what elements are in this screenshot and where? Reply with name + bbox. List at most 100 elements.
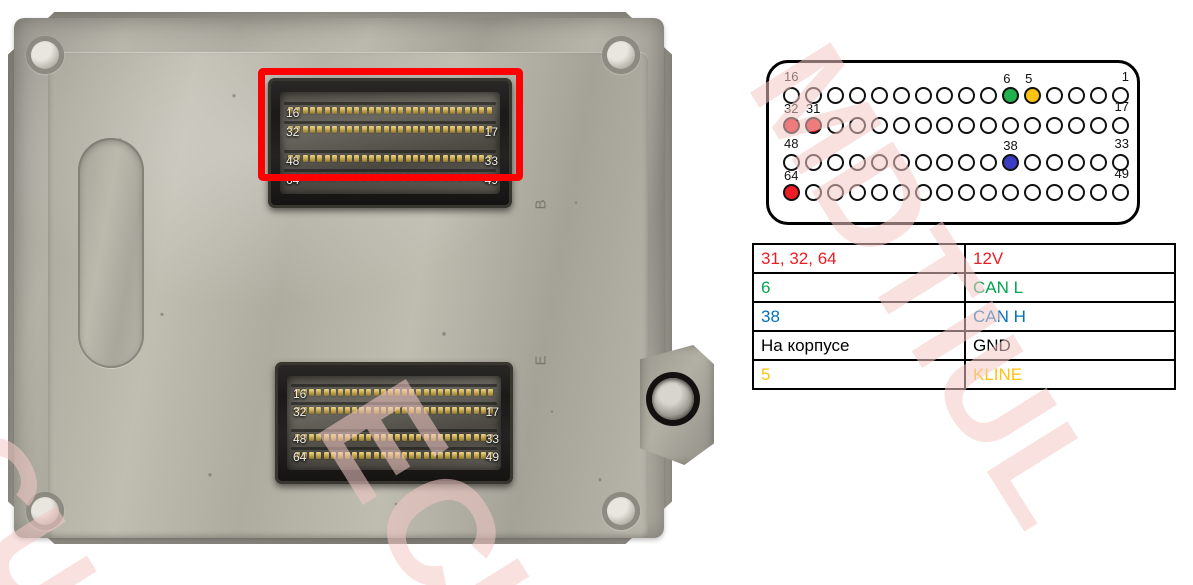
- pinout-hole-61[interactable]: [848, 184, 866, 201]
- pinout-hole-48[interactable]: [783, 154, 800, 171]
- pinout-hole-18[interactable]: [1089, 117, 1107, 134]
- pinout-hole-31[interactable]: [804, 117, 822, 134]
- pinout-hole-44[interactable]: [870, 154, 888, 171]
- pinout-hole-9[interactable]: [936, 87, 954, 104]
- pinout-hole-23[interactable]: [980, 117, 998, 134]
- pinout-hole-62[interactable]: [826, 184, 844, 201]
- pinout-hole-2[interactable]: [1089, 87, 1107, 104]
- pinout-hole-37[interactable]: [1024, 154, 1042, 171]
- connector-pin: [430, 389, 436, 396]
- connector-pin: [457, 107, 463, 114]
- connector-pin: [295, 126, 301, 133]
- pinout-hole-16[interactable]: [783, 87, 800, 104]
- pinout-hole-4[interactable]: [1046, 87, 1064, 104]
- pinout-hole-59[interactable]: [892, 184, 910, 201]
- bottom-connector-label-64: 64: [293, 450, 307, 464]
- pinout-hole-25[interactable]: [936, 117, 954, 134]
- mount-hole-top-right: [602, 36, 640, 74]
- pinout-hole-24[interactable]: [958, 117, 976, 134]
- pinout-hole-49[interactable]: [1111, 184, 1129, 201]
- pinout-hole-21[interactable]: [1024, 117, 1042, 134]
- pinout-hole-30[interactable]: [826, 117, 844, 134]
- pinout-hole-54[interactable]: [1002, 184, 1020, 201]
- connector-pin: [324, 107, 330, 114]
- pinout-hole-6[interactable]: [1002, 87, 1020, 104]
- pinout-hole-12[interactable]: [870, 87, 888, 104]
- connector-pin: [430, 452, 436, 459]
- pinout-hole-5[interactable]: [1024, 87, 1042, 104]
- pinout-hole-40[interactable]: [958, 154, 976, 171]
- pinout-hole-47[interactable]: [804, 154, 822, 171]
- bottom-connector-label-17: 17: [485, 405, 499, 419]
- pinout-hole-19[interactable]: [1067, 117, 1085, 134]
- pinout-hole-64[interactable]: [783, 184, 800, 201]
- pinout-hole-26[interactable]: [914, 117, 932, 134]
- connector-pin: [444, 452, 450, 459]
- connector-pin: [442, 126, 448, 133]
- pinout-hole-46[interactable]: [826, 154, 844, 171]
- connector-pin: [361, 126, 367, 133]
- pinout-hole-22[interactable]: [1002, 117, 1020, 134]
- table-cell-signal: GND: [964, 330, 1176, 361]
- connector-pin: [394, 452, 400, 459]
- pinout-hole-35[interactable]: [1067, 154, 1085, 171]
- pinout-hole-38[interactable]: [1002, 154, 1020, 171]
- connector-pin: [373, 407, 379, 414]
- pinout-hole-63[interactable]: [804, 184, 822, 201]
- connector-pin: [437, 389, 443, 396]
- connector-pin: [442, 155, 448, 162]
- pinout-hole-57[interactable]: [936, 184, 954, 201]
- top-connector: 16 32 48 64 17 33 49: [268, 78, 512, 208]
- pinout-hole-50[interactable]: [1089, 184, 1107, 201]
- pinout-hole-7[interactable]: [980, 87, 998, 104]
- pinout-hole-58[interactable]: [914, 184, 932, 201]
- connector-pin: [376, 107, 382, 114]
- pinout-hole-45[interactable]: [848, 154, 866, 171]
- pinout-hole-55[interactable]: [980, 184, 998, 201]
- table-cell-signal: KLINE: [964, 359, 1176, 390]
- connector-pin: [420, 155, 426, 162]
- connector-pin: [323, 434, 329, 441]
- pinout-hole-3[interactable]: [1067, 87, 1085, 104]
- pinout-hole-17[interactable]: [1111, 117, 1129, 134]
- pinout-hole-33[interactable]: [1111, 154, 1129, 171]
- table-cell-pins: 31, 32, 64: [752, 243, 966, 274]
- pinout-hole-60[interactable]: [870, 184, 888, 201]
- pinout-hole-39[interactable]: [980, 154, 998, 171]
- pinout-hole-42[interactable]: [914, 154, 932, 171]
- connector-pin: [416, 389, 422, 396]
- pinout-hole-11[interactable]: [892, 87, 910, 104]
- pinout-row-start-label: 48: [784, 136, 799, 151]
- pinout-hole-43[interactable]: [892, 154, 910, 171]
- pinout-hole-51[interactable]: [1067, 184, 1085, 201]
- pinout-hole-36[interactable]: [1046, 154, 1064, 171]
- pinout-hole-1[interactable]: [1111, 87, 1129, 104]
- pinout-hole-8[interactable]: [958, 87, 976, 104]
- pinout-hole-29[interactable]: [848, 117, 866, 134]
- pinout-hole-34[interactable]: [1089, 154, 1107, 171]
- connector-pin: [339, 126, 345, 133]
- pinout-hole-53[interactable]: [1024, 184, 1042, 201]
- pinout-hole-41[interactable]: [936, 154, 954, 171]
- pinout-hole-10[interactable]: [914, 87, 932, 104]
- pinout-hole-56[interactable]: [958, 184, 976, 201]
- pinout-hole-28[interactable]: [870, 117, 888, 134]
- connector-pin: [373, 389, 379, 396]
- pinout-hole-27[interactable]: [892, 117, 910, 134]
- connector-pin: [387, 389, 393, 396]
- pinout-hole-13[interactable]: [848, 87, 866, 104]
- connector-pin: [409, 389, 415, 396]
- pinout-hole-14[interactable]: [826, 87, 844, 104]
- connector-pin: [373, 434, 379, 441]
- connector-pin: [316, 407, 322, 414]
- connector-pin: [383, 126, 389, 133]
- connector-pin: [339, 107, 345, 114]
- pinout-hole-20[interactable]: [1046, 117, 1064, 134]
- pinout-hole-15[interactable]: [804, 87, 822, 104]
- pinout-hole-32[interactable]: [783, 117, 800, 134]
- pinout-hole-52[interactable]: [1046, 184, 1064, 201]
- connector-pin: [466, 434, 472, 441]
- connector-pin: [464, 155, 470, 162]
